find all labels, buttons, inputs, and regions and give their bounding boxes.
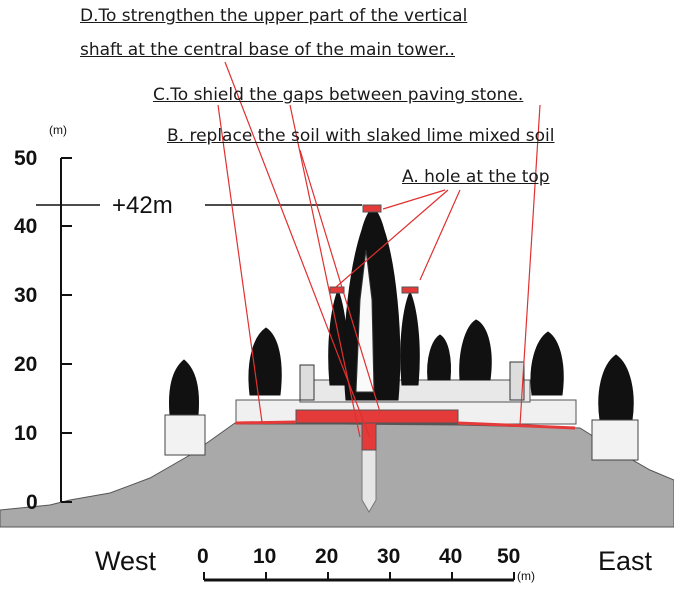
annotation-a: A. hole at the top (402, 167, 550, 187)
y-tick-label: 20 (14, 353, 37, 376)
x-tick-label: 20 (315, 545, 338, 568)
x-axis-unit: (m) (517, 569, 535, 583)
annotation-d-line2: shaft at the central base of the main to… (80, 40, 455, 60)
elevation-label: +42m (112, 192, 173, 219)
y-axis-unit: (m) (49, 123, 67, 137)
x-tick-label: 30 (377, 545, 400, 568)
direction-west: West (95, 546, 157, 576)
y-tick-label: 40 (14, 215, 37, 238)
ground-mound (0, 422, 674, 528)
annotation-d-line1: D.To strengthen the upper part of the ve… (80, 6, 468, 26)
y-tick-label: 0 (26, 491, 38, 514)
x-tick-label: 0 (197, 545, 209, 568)
lime-soil-layer (295, 409, 459, 424)
hole-top-west (329, 286, 345, 294)
y-axis: (m) 50 40 30 20 10 0 (14, 123, 72, 514)
leader-lines (217, 61, 541, 439)
x-tick-label: 50 (497, 545, 520, 568)
hole-top-main (362, 204, 382, 213)
x-tick-label: 10 (253, 545, 276, 568)
paving-gap-shield-west (235, 420, 297, 425)
y-tick-label: 50 (14, 147, 37, 170)
paving-gap-shield-east (457, 421, 576, 430)
x-axis-scale: 0 10 20 30 40 50 (m) (197, 545, 535, 583)
annotation-c: C.To shield the gaps between paving ston… (153, 85, 524, 105)
annotation-b: B. replace the soil with slaked lime mix… (167, 126, 555, 146)
hole-top-east (401, 286, 419, 294)
y-tick-label: 30 (14, 284, 37, 307)
x-tick-label: 40 (439, 545, 462, 568)
direction-east: East (598, 546, 653, 576)
temple-structure (164, 207, 639, 461)
y-tick-label: 10 (14, 422, 37, 445)
